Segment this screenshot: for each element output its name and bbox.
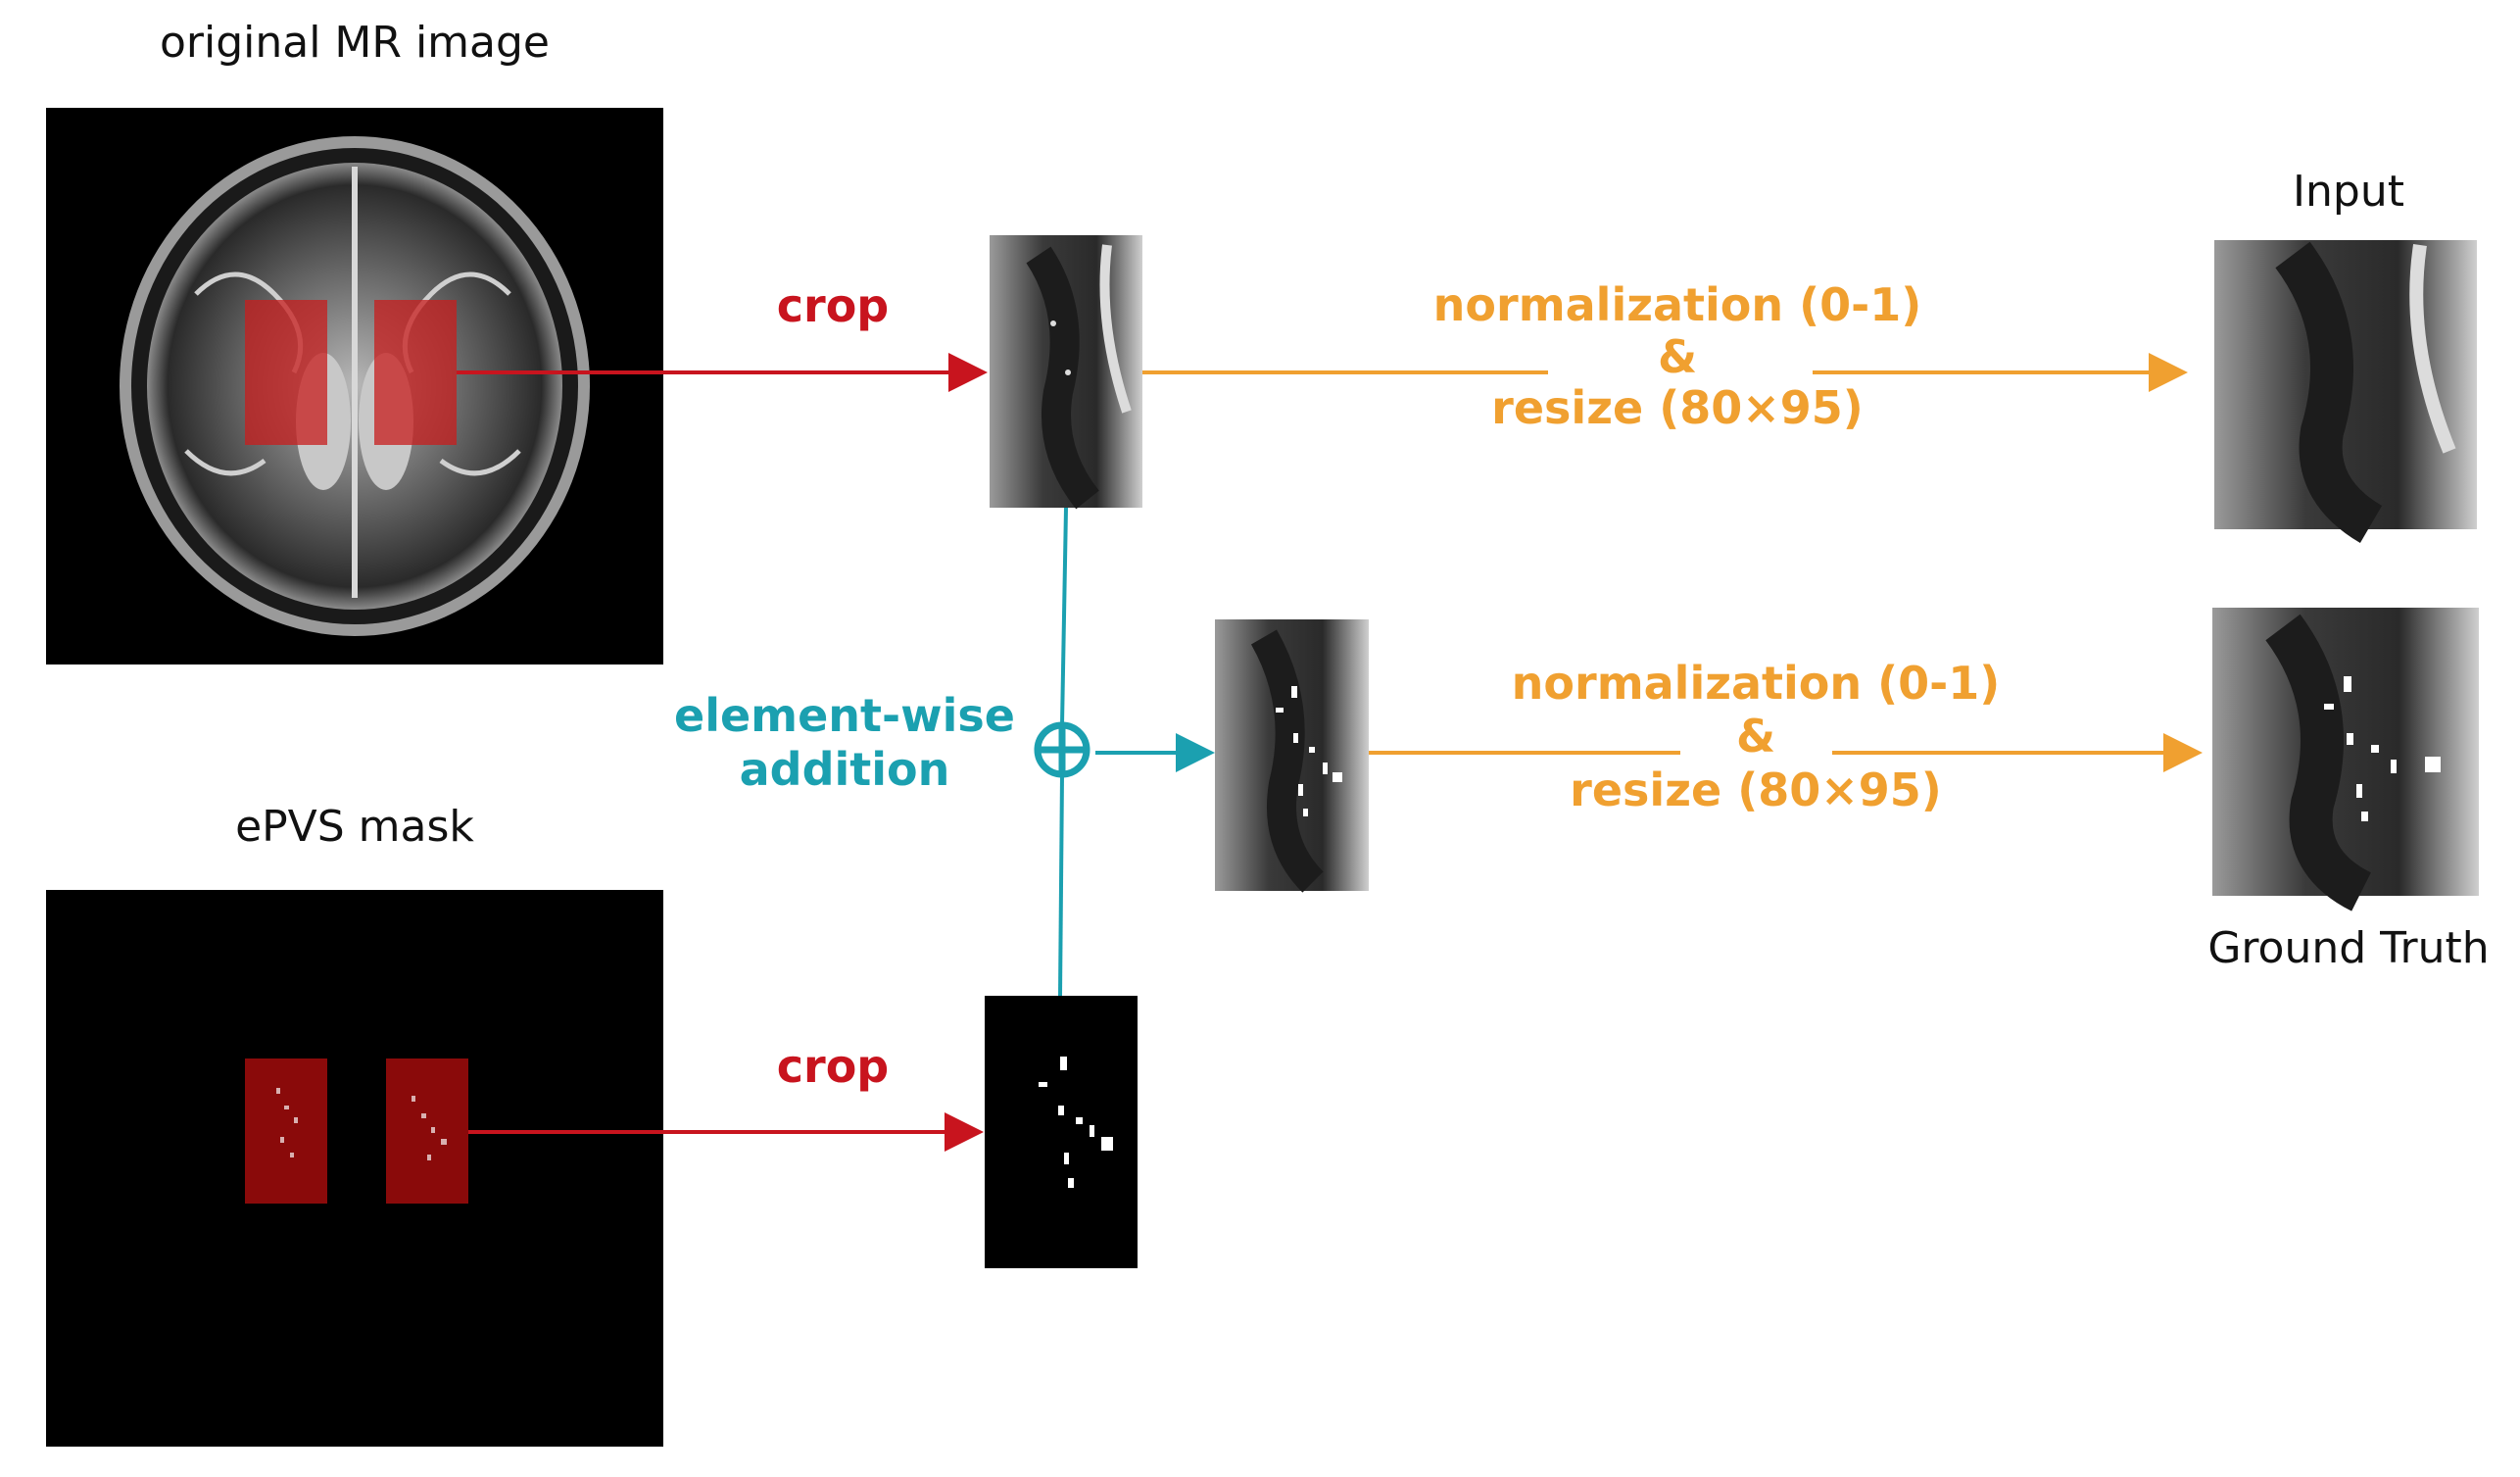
epvs-mask-image (46, 890, 663, 1447)
addition-operator-icon (1034, 721, 1090, 778)
roi-left (245, 300, 327, 445)
mask-roi-left (245, 1059, 327, 1204)
cropped-mr-patch (990, 235, 1142, 510)
roi-right (374, 300, 457, 445)
element-wise-label-2: addition (740, 743, 950, 796)
mask-roi-right (386, 1059, 468, 1204)
normalize-label-bottom-2: & (1736, 710, 1775, 763)
epvs-mask-title: ePVS mask (235, 802, 474, 852)
normalize-label-bottom-1: normalization (0-1) (1512, 657, 2001, 710)
normalize-label-top-2: & (1658, 330, 1697, 383)
original-mr-image-title: original MR image (160, 18, 550, 68)
normalize-label-bottom-3: resize (80×95) (1570, 763, 1942, 816)
addition-line-bottom (1058, 773, 1064, 997)
crop-label-bottom: crop (777, 1040, 889, 1093)
ground-truth-title: Ground Truth (2207, 923, 2489, 973)
crop-label-top: crop (777, 279, 889, 332)
original-mr-image (46, 108, 663, 665)
addition-line-top (1060, 507, 1068, 726)
ground-truth-image (2212, 608, 2479, 911)
element-wise-label-1: element-wise (674, 689, 1015, 742)
merged-patch (1215, 619, 1369, 893)
input-title: Input (2293, 167, 2404, 217)
input-image (2214, 240, 2477, 543)
cropped-mask-patch (985, 996, 1138, 1268)
normalize-label-top-1: normalization (0-1) (1433, 278, 1922, 331)
normalize-label-top-3: resize (80×95) (1491, 381, 1864, 434)
